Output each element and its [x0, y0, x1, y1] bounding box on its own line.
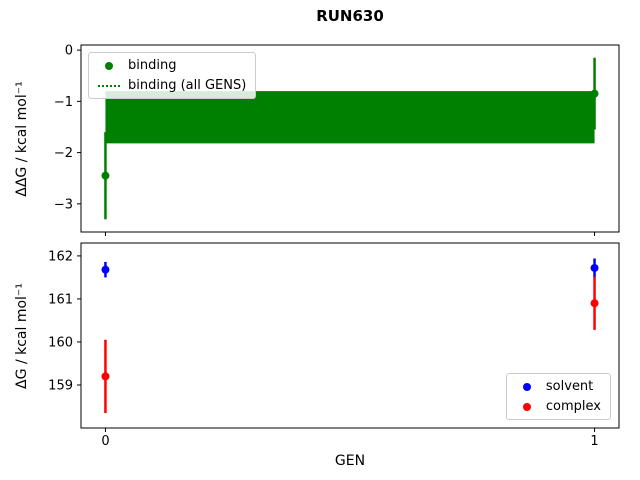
x-tick-label: 1 [590, 434, 598, 449]
y-tick-label: 0 [65, 44, 73, 59]
legend-marker-icon [516, 401, 538, 413]
legend-item: binding (all GENS) [98, 78, 246, 93]
y-tick-label: −3 [54, 197, 73, 212]
axes-spines [80, 44, 620, 233]
marker-complex [101, 372, 110, 381]
legend-dotted-line-icon [98, 80, 120, 92]
marker-binding [101, 171, 110, 180]
legend-label: binding (all GENS) [128, 78, 247, 93]
marker-solvent [590, 263, 599, 272]
axes-spines [80, 242, 620, 429]
chart-title: RUN630 [316, 7, 384, 25]
legend-label: binding [128, 58, 177, 73]
legend-marker-icon [516, 381, 538, 393]
y-tick-label: −2 [54, 146, 73, 161]
legend-label: complex [545, 399, 601, 414]
y-tick-label: 159 [48, 378, 73, 393]
marker-complex [590, 299, 599, 308]
marker-binding [590, 89, 599, 98]
legend-item: binding [98, 58, 246, 73]
y-tick-label: 160 [48, 335, 73, 350]
legend-item: complex [516, 399, 601, 414]
legend-label: solvent [545, 379, 594, 394]
bottom-plot: 159 160 161 162 0 1 [48, 242, 620, 449]
x-tick-label: 0 [101, 434, 109, 449]
legend-bottom: solvent complex [505, 373, 611, 420]
legend-item: solvent [516, 379, 601, 394]
y-tick-label: 161 [48, 292, 73, 307]
y-tick-label: −1 [54, 95, 73, 110]
marker-solvent [101, 265, 110, 274]
y-tick-label: 162 [48, 249, 73, 264]
x-axis-label: GEN [334, 453, 366, 469]
top-plot: 0 −1 −2 −3 [54, 44, 620, 236]
legend-marker-icon [98, 60, 120, 72]
legend-top: binding binding (all GENS) [88, 52, 257, 99]
